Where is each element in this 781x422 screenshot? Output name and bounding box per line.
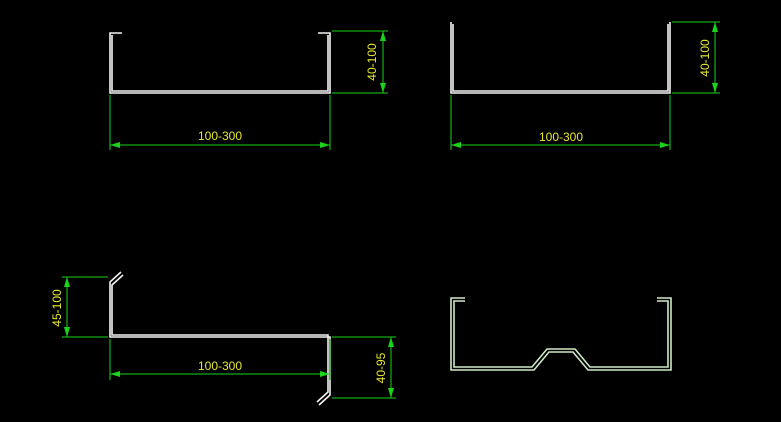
z-width-label: 100-300 [198, 359, 242, 373]
z-right-height-arrow-top [388, 337, 394, 347]
c-width-arrow-left [110, 142, 120, 148]
z-left-height-label: 45-100 [50, 289, 64, 327]
sigma-section-inner-line [453, 300, 669, 368]
z-section-profile: 45-100 100-300 40-95 [50, 271, 396, 406]
c-width-label: 100-300 [198, 129, 242, 143]
c-height-arrow-top [380, 31, 386, 41]
z-width-arrow-right [320, 371, 330, 377]
sigma-section-profile [450, 297, 672, 371]
z-section-outline [109, 271, 331, 406]
c-height-label: 40-100 [365, 43, 379, 81]
z-width-arrow-left [110, 371, 120, 377]
z-left-height-arrow-top [64, 277, 70, 287]
u-width-arrow-right [660, 142, 670, 148]
sigma-section-outline [450, 297, 672, 371]
u-height-arrow-bottom [712, 83, 718, 93]
c-lipped-inner-line [111, 35, 329, 92]
z-section-inner-line [111, 274, 329, 403]
u-height-arrow-top [712, 22, 718, 32]
z-left-height-arrow-bottom [64, 327, 70, 337]
u-width-arrow-left [451, 142, 461, 148]
c-lipped-profile: 100-300 40-100 [109, 30, 388, 150]
c-lipped-outline [109, 32, 331, 94]
z-right-height-label: 40-95 [374, 352, 388, 383]
u-plain-inner-line [452, 24, 669, 92]
u-plain-outline [450, 22, 671, 94]
u-width-label: 100-300 [539, 130, 583, 144]
c-width-arrow-right [320, 142, 330, 148]
u-height-label: 40-100 [698, 39, 712, 77]
u-plain-profile: 100-300 40-100 [450, 21, 720, 150]
c-height-arrow-bottom [380, 83, 386, 93]
z-right-height-arrow-bottom [388, 388, 394, 398]
